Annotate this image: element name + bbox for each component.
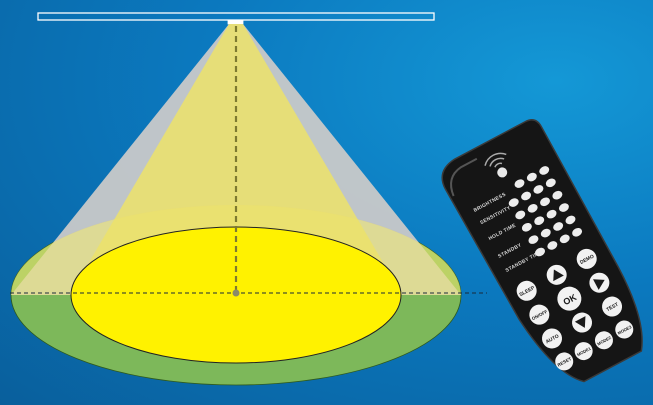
small-button-grid [507, 164, 584, 258]
remote-small-button-8[interactable] [514, 209, 527, 221]
remote-small-button-12[interactable] [520, 221, 533, 233]
wifi-signal-icon [484, 152, 507, 168]
ceiling-bar [37, 12, 435, 21]
mode2-button-label: MODE2 [596, 335, 612, 347]
ir-window [497, 167, 508, 178]
center-point [232, 289, 240, 297]
mode1-button-label: MODE1 [576, 346, 592, 358]
up-arrow-button[interactable] [543, 261, 570, 288]
remote-small-button-5[interactable] [520, 190, 533, 202]
remote-small-button-14[interactable] [545, 208, 558, 220]
remote-small-button-6[interactable] [532, 183, 545, 195]
remote-small-button-16[interactable] [527, 234, 540, 246]
auto-button-label: AUTO [545, 333, 560, 345]
mode1-button[interactable]: MODE1 [571, 339, 595, 363]
remote-small-button-4[interactable] [507, 197, 520, 209]
up-arrow-icon [553, 269, 564, 282]
mode3-button[interactable]: MODE3 [612, 317, 636, 341]
down-arrow-button[interactable] [569, 309, 596, 336]
test-button-label: TEST [605, 302, 619, 313]
remote-small-button-23[interactable] [571, 226, 584, 238]
remote-small-button-22[interactable] [558, 233, 571, 245]
ceiling-sensor-icon [227, 19, 244, 25]
remote-control-icon: BRIGHTNESS SENSITIVITY HOLD TIME STANDBY… [441, 119, 643, 383]
mode3-button-label: MODE3 [617, 324, 633, 336]
remote-small-button-1[interactable] [513, 178, 526, 190]
right-arrow-button[interactable] [586, 269, 613, 296]
remote-small-button-9[interactable] [526, 202, 539, 214]
remote-small-button-15[interactable] [557, 202, 570, 214]
test-button[interactable]: TEST [599, 293, 626, 320]
right-arrow-icon [593, 279, 605, 290]
mode2-button[interactable]: MODE2 [592, 328, 616, 352]
remote-small-button-20[interactable] [534, 246, 547, 258]
remote-body-highlight [450, 157, 478, 197]
on-off-button[interactable]: ON/OFF [526, 301, 553, 328]
down-arrow-icon [574, 316, 586, 328]
remote-small-button-11[interactable] [551, 189, 564, 201]
remote-small-button-13[interactable] [533, 215, 546, 227]
reset-button-label: RESET [557, 356, 573, 368]
remote-small-button-19[interactable] [564, 214, 577, 226]
ok-button[interactable]: OK [553, 282, 585, 314]
reset-button[interactable]: RESET [552, 349, 576, 373]
auto-button[interactable]: AUTO [538, 325, 565, 352]
remote-small-button-2[interactable] [525, 171, 538, 183]
remote-small-button-17[interactable] [539, 227, 552, 239]
remote-body [441, 119, 643, 383]
remote-small-button-7[interactable] [544, 177, 557, 189]
remote-small-button-3[interactable] [538, 164, 551, 176]
remote-small-button-10[interactable] [539, 196, 552, 208]
sleep-button[interactable]: SLEEP [513, 277, 540, 304]
demo-button[interactable]: DEMO [573, 245, 600, 272]
remote-small-button-21[interactable] [546, 239, 559, 251]
remote-small-button-18[interactable] [552, 221, 565, 233]
